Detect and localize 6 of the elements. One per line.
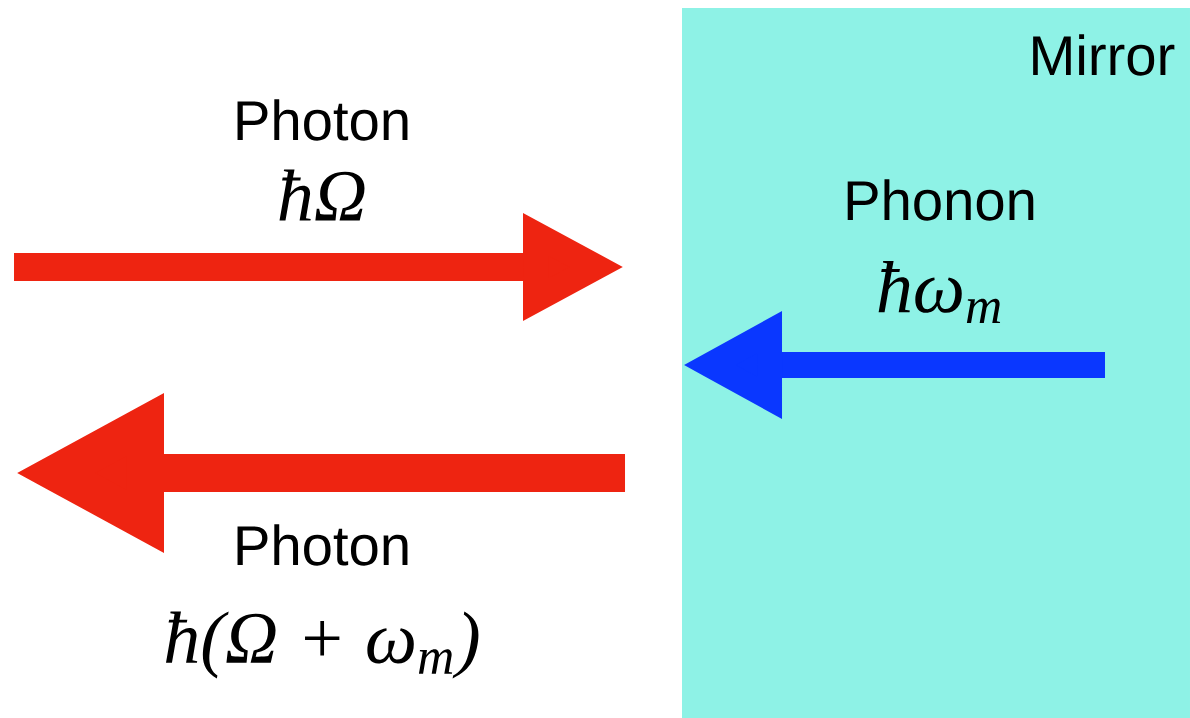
energy-label: ħΩ [279,169,365,221]
particle-label: Phonon [847,179,1034,221]
energy-label: ħ(Ω + ω$_{m}$) [166,611,479,679]
particle-label: Photon [237,524,408,566]
particle-label: Photon [237,99,408,141]
energy-label: ħω$_{m}$ [878,260,1001,324]
